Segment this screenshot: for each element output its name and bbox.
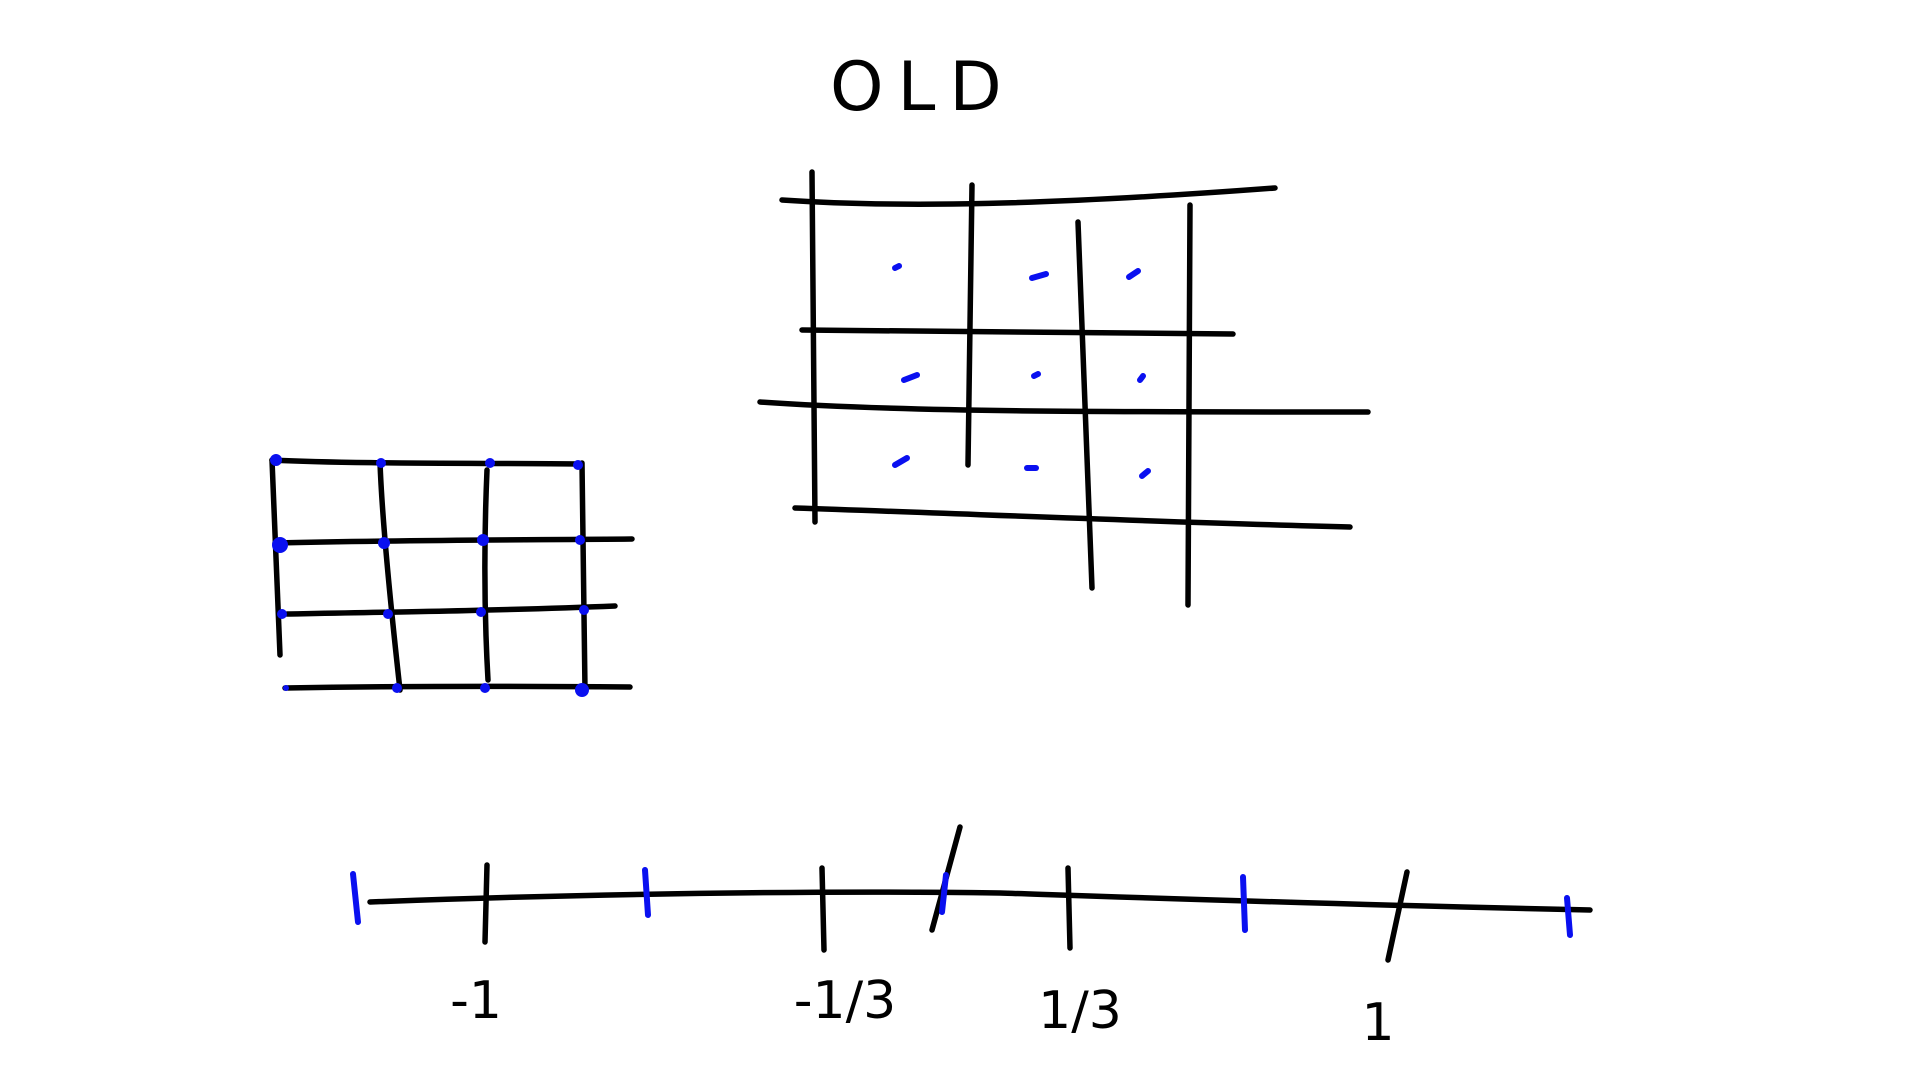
blue-tick (642, 867, 651, 918)
old-grid-hline-4 (792, 505, 1353, 530)
tick-one-third (1065, 865, 1073, 951)
sample-dot (272, 537, 288, 553)
sample-dot (575, 683, 589, 697)
sample-dot (376, 458, 386, 468)
new-grid-hline-1 (269, 457, 583, 467)
new-grid-samples (270, 454, 589, 697)
label-minus-one-third: -1/3 (794, 971, 896, 1031)
old-grid-samples (892, 263, 1151, 479)
sample-dot (892, 455, 910, 468)
title-text: OLD (830, 48, 1016, 127)
label-1: 1 (1361, 993, 1394, 1053)
old-grid-vline-2 (965, 182, 975, 468)
new-grid-hline-2 (272, 536, 635, 546)
old-grid-hline-1 (779, 185, 1278, 207)
sample-dot (1139, 468, 1151, 479)
sample-dot (1137, 373, 1146, 383)
blue-tick (1240, 874, 1248, 933)
sample-dot (892, 263, 902, 271)
old-grid-vline-3 (1075, 219, 1095, 591)
sample-dot (277, 609, 287, 619)
sample-dot (485, 458, 495, 468)
new-grid-vline-4 (579, 460, 588, 693)
sample-dot (283, 685, 289, 691)
sample-dot (1126, 268, 1141, 280)
new-grid-vline-2 (377, 459, 403, 693)
sample-dot (480, 683, 490, 693)
old-grid-vline-1 (809, 169, 818, 525)
number-line-axis (367, 889, 1593, 913)
sample-dot (579, 605, 589, 615)
blue-tick (1564, 895, 1573, 938)
sample-dot (1029, 271, 1049, 281)
new-grid (269, 454, 635, 697)
old-grid-hline-3 (757, 399, 1371, 415)
new-grid-hline-3 (284, 603, 618, 617)
sample-dot (1031, 371, 1041, 379)
sample-dot (270, 454, 282, 466)
sample-dot (476, 607, 486, 617)
sample-dot (378, 537, 390, 549)
tick-minus-one-third (819, 865, 827, 953)
label-one-third: 1/3 (1038, 981, 1122, 1041)
label-minus-1: -1 (450, 971, 502, 1031)
sample-dot (901, 372, 920, 383)
tick-minus-1 (482, 862, 490, 945)
sample-dot (573, 460, 583, 470)
sample-dot (477, 534, 489, 546)
old-grid-vline-4 (1185, 202, 1193, 608)
blue-tick (939, 872, 949, 915)
tick-1 (1385, 869, 1410, 963)
new-grid-vline-1 (269, 457, 283, 658)
old-grid (757, 169, 1371, 608)
sample-dot (383, 609, 393, 619)
blue-tick (350, 871, 361, 925)
sample-dot (575, 535, 585, 545)
sample-dot (392, 683, 402, 693)
number-line: -1 -1/3 1/3 1 (350, 824, 1593, 1053)
old-grid-hline-2 (799, 327, 1236, 337)
new-grid-vline-3 (482, 467, 491, 683)
